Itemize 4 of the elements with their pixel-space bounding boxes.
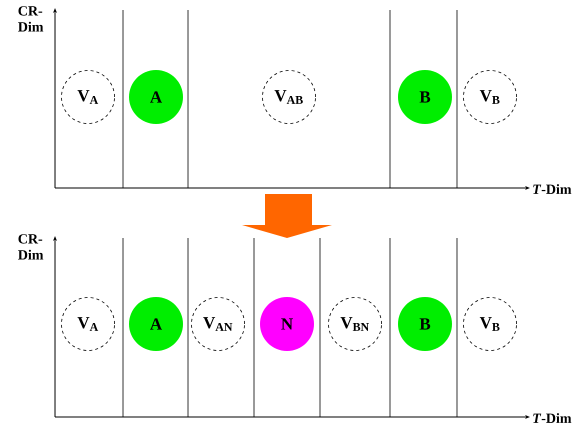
axis-label: CR- Dim <box>18 6 44 32</box>
axis-label: CR- Dim <box>18 234 44 260</box>
axis-label: T-Dim <box>533 413 572 423</box>
axis-label: T-Dim <box>533 184 572 194</box>
